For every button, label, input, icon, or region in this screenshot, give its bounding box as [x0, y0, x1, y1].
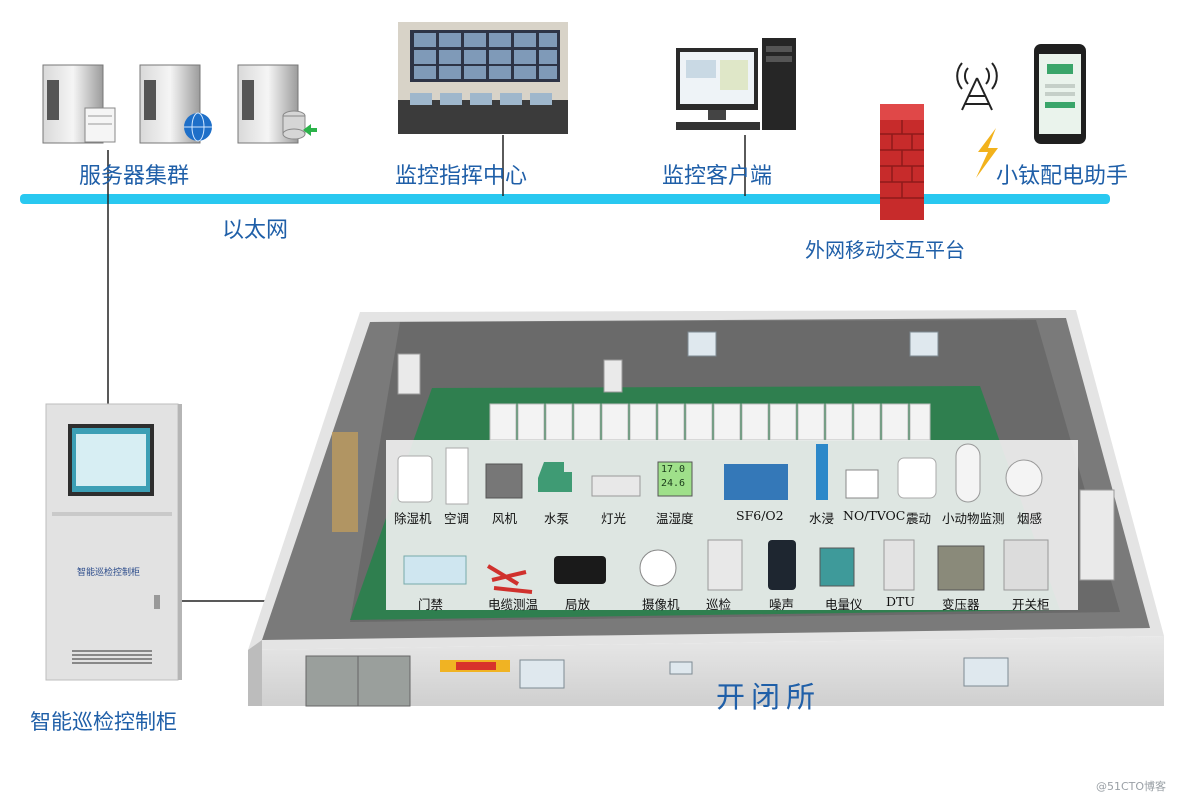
device-label: 风机	[492, 511, 518, 526]
temp-readout: 17.0	[661, 464, 686, 475]
command-center-label: 监控指挥中心	[395, 164, 528, 189]
water-leak-icon	[816, 444, 828, 500]
device-label: 震动	[906, 511, 932, 526]
server-web-icon	[139, 64, 212, 144]
no-tvoc-icon	[845, 469, 879, 499]
device-label: 局放	[565, 597, 591, 612]
device-label: 变压器	[942, 597, 980, 612]
smoke-detector-icon	[1005, 459, 1043, 497]
mobile-phone-icon	[1034, 44, 1086, 144]
water-pump-icon	[538, 462, 572, 492]
cable-temp-icon	[486, 564, 533, 594]
server-icon	[42, 64, 116, 144]
server-cluster-label: 服务器集群	[79, 164, 190, 189]
camera-icon	[639, 549, 677, 587]
device-label: 小动物监测	[942, 511, 1005, 526]
firewall-icon	[880, 104, 924, 220]
device-label: 烟感	[1017, 511, 1043, 526]
cabinet-screen-title: 智能巡检控制柜	[77, 568, 141, 578]
vibration-icon	[897, 457, 937, 499]
fan-icon	[485, 463, 523, 499]
partial-discharge-icon	[554, 556, 606, 584]
device-label: SF6/O2	[736, 508, 784, 523]
wireless-signal-icon	[976, 128, 998, 178]
device-label: 电缆测温	[488, 597, 539, 612]
watermark: @51CTO博客	[1096, 780, 1167, 793]
device-label: 摄像机	[642, 597, 680, 612]
device-label: 开关柜	[1012, 597, 1050, 612]
device-label: 温湿度	[656, 511, 694, 526]
device-label: 噪声	[769, 597, 795, 612]
transformer-icon	[937, 545, 985, 591]
inspection-robot-icon	[707, 539, 743, 591]
device-label: 水泵	[544, 511, 570, 526]
hum-readout: 24.6	[661, 478, 686, 489]
device-label: DTU	[886, 594, 915, 609]
device-label: 门禁	[418, 597, 444, 612]
device-label: 电量仪	[825, 597, 863, 612]
device-label: NO/TVOC	[843, 508, 906, 523]
external-platform-label: 外网移动交互平台	[805, 238, 965, 262]
antenna-tower-icon	[956, 62, 998, 111]
noise-sensor-icon	[768, 540, 796, 590]
dtu-icon	[883, 539, 915, 591]
device-label: 灯光	[601, 511, 627, 526]
device-label: 巡检	[706, 597, 732, 612]
substation-label: 开闭所	[716, 680, 822, 714]
power-meter-icon	[819, 547, 855, 587]
device-label: 除湿机	[394, 511, 432, 526]
ethernet-bus	[20, 194, 1110, 204]
control-cabinet	[45, 403, 182, 681]
access-control-icon	[403, 555, 467, 585]
light-icon	[591, 475, 641, 497]
mobile-assistant-label: 小钛配电助手	[996, 164, 1129, 189]
dehumidifier-icon	[397, 455, 433, 503]
server-database-icon	[237, 64, 317, 144]
command-center-photo	[398, 22, 568, 134]
thermo-hygrometer-icon	[657, 461, 693, 497]
workstation-icon	[676, 38, 796, 130]
device-icons-row2	[403, 539, 1049, 594]
monitor-client-label: 监控客户端	[662, 164, 773, 189]
device-label: 水浸	[809, 511, 835, 526]
air-conditioner-icon	[445, 447, 469, 505]
sf6-o2-icon	[724, 464, 788, 500]
animal-monitor-icon	[955, 443, 981, 503]
ethernet-label: 以太网	[222, 218, 289, 243]
device-icons-row1	[397, 443, 1043, 505]
device-label: 空调	[444, 511, 470, 526]
switchgear-icon	[1003, 539, 1049, 591]
cabinet-label: 智能巡检控制柜	[30, 710, 177, 734]
